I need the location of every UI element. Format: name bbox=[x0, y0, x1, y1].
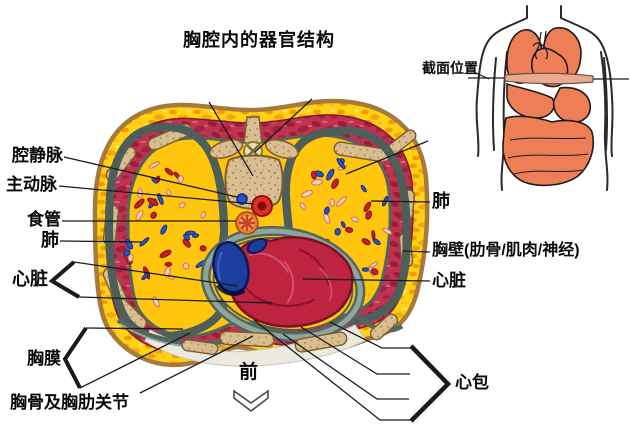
leader-lines bbox=[48, 98, 452, 423]
label-sternum-joint: 胸骨及胸肋关节 bbox=[10, 393, 129, 412]
bracket-pericardium bbox=[409, 344, 452, 423]
inset-organs bbox=[502, 27, 594, 187]
line-vertebral-body bbox=[208, 101, 254, 177]
label-pericardium: 心包 bbox=[455, 373, 489, 392]
line-vena-cava bbox=[63, 156, 238, 198]
section-label-leader bbox=[475, 72, 490, 80]
line-pleura-1 bbox=[85, 327, 184, 330]
label-esophagus: 食管 bbox=[27, 210, 61, 229]
vena-cava-trunk bbox=[212, 237, 268, 296]
line-pericardium-1 bbox=[329, 321, 411, 349]
sternum-bones bbox=[181, 313, 399, 355]
line-pericardium-4 bbox=[253, 319, 411, 421]
label-lung-right: 肺 bbox=[432, 191, 450, 211]
line-lung-right bbox=[370, 200, 431, 203]
thorax-cross-section bbox=[92, 98, 430, 368]
aorta-shape bbox=[251, 195, 273, 217]
line-chest-wall bbox=[402, 250, 431, 253]
line-lung-left bbox=[59, 240, 143, 243]
bracket-heart-left bbox=[48, 260, 81, 299]
bracket-pleura bbox=[62, 326, 88, 389]
line-aorta bbox=[58, 185, 255, 205]
label-lung-left: 肺 bbox=[41, 230, 59, 250]
heart-shape bbox=[228, 236, 354, 328]
inset-liver bbox=[506, 82, 555, 119]
front-arrow-icon bbox=[233, 389, 269, 413]
line-pericardium-2 bbox=[300, 326, 410, 375]
spinal-cord-x bbox=[246, 144, 260, 158]
line-heart-left-2 bbox=[78, 296, 273, 304]
inset-intestine-lines bbox=[507, 137, 589, 175]
section-band bbox=[504, 72, 594, 85]
line-heart-right bbox=[302, 278, 431, 282]
inset-trachea bbox=[532, 30, 549, 60]
inset-intestines bbox=[502, 115, 594, 187]
line-sternum-joint bbox=[139, 335, 254, 394]
line-right-lung-top bbox=[345, 140, 429, 175]
label-pleura: 胸膜 bbox=[27, 349, 61, 368]
line-pleura-2 bbox=[79, 332, 191, 389]
label-heart-right: 心脏 bbox=[432, 271, 466, 290]
line-pericardium-3 bbox=[282, 333, 409, 400]
esophagus-shape bbox=[235, 211, 259, 235]
line-heart-left-1 bbox=[73, 261, 239, 287]
line-spinal-cord bbox=[254, 98, 313, 153]
azygos-vein-shape bbox=[236, 193, 248, 205]
label-chest-wall: 胸壁(肋骨/肌肉/神经) bbox=[432, 242, 580, 259]
label-front: 前 bbox=[239, 362, 259, 383]
label-vena-cava: 腔静脉 bbox=[12, 146, 63, 165]
lung-left-shape bbox=[109, 127, 225, 336]
label-aorta: 主动脉 bbox=[6, 175, 57, 194]
inset-stomach bbox=[552, 86, 592, 124]
page-title: 胸腔内的器官结构 bbox=[183, 30, 335, 50]
label-heart-left: 心脏 bbox=[12, 269, 48, 289]
inset-torso bbox=[468, 5, 629, 191]
label-section-position: 截面位置 bbox=[422, 60, 478, 76]
